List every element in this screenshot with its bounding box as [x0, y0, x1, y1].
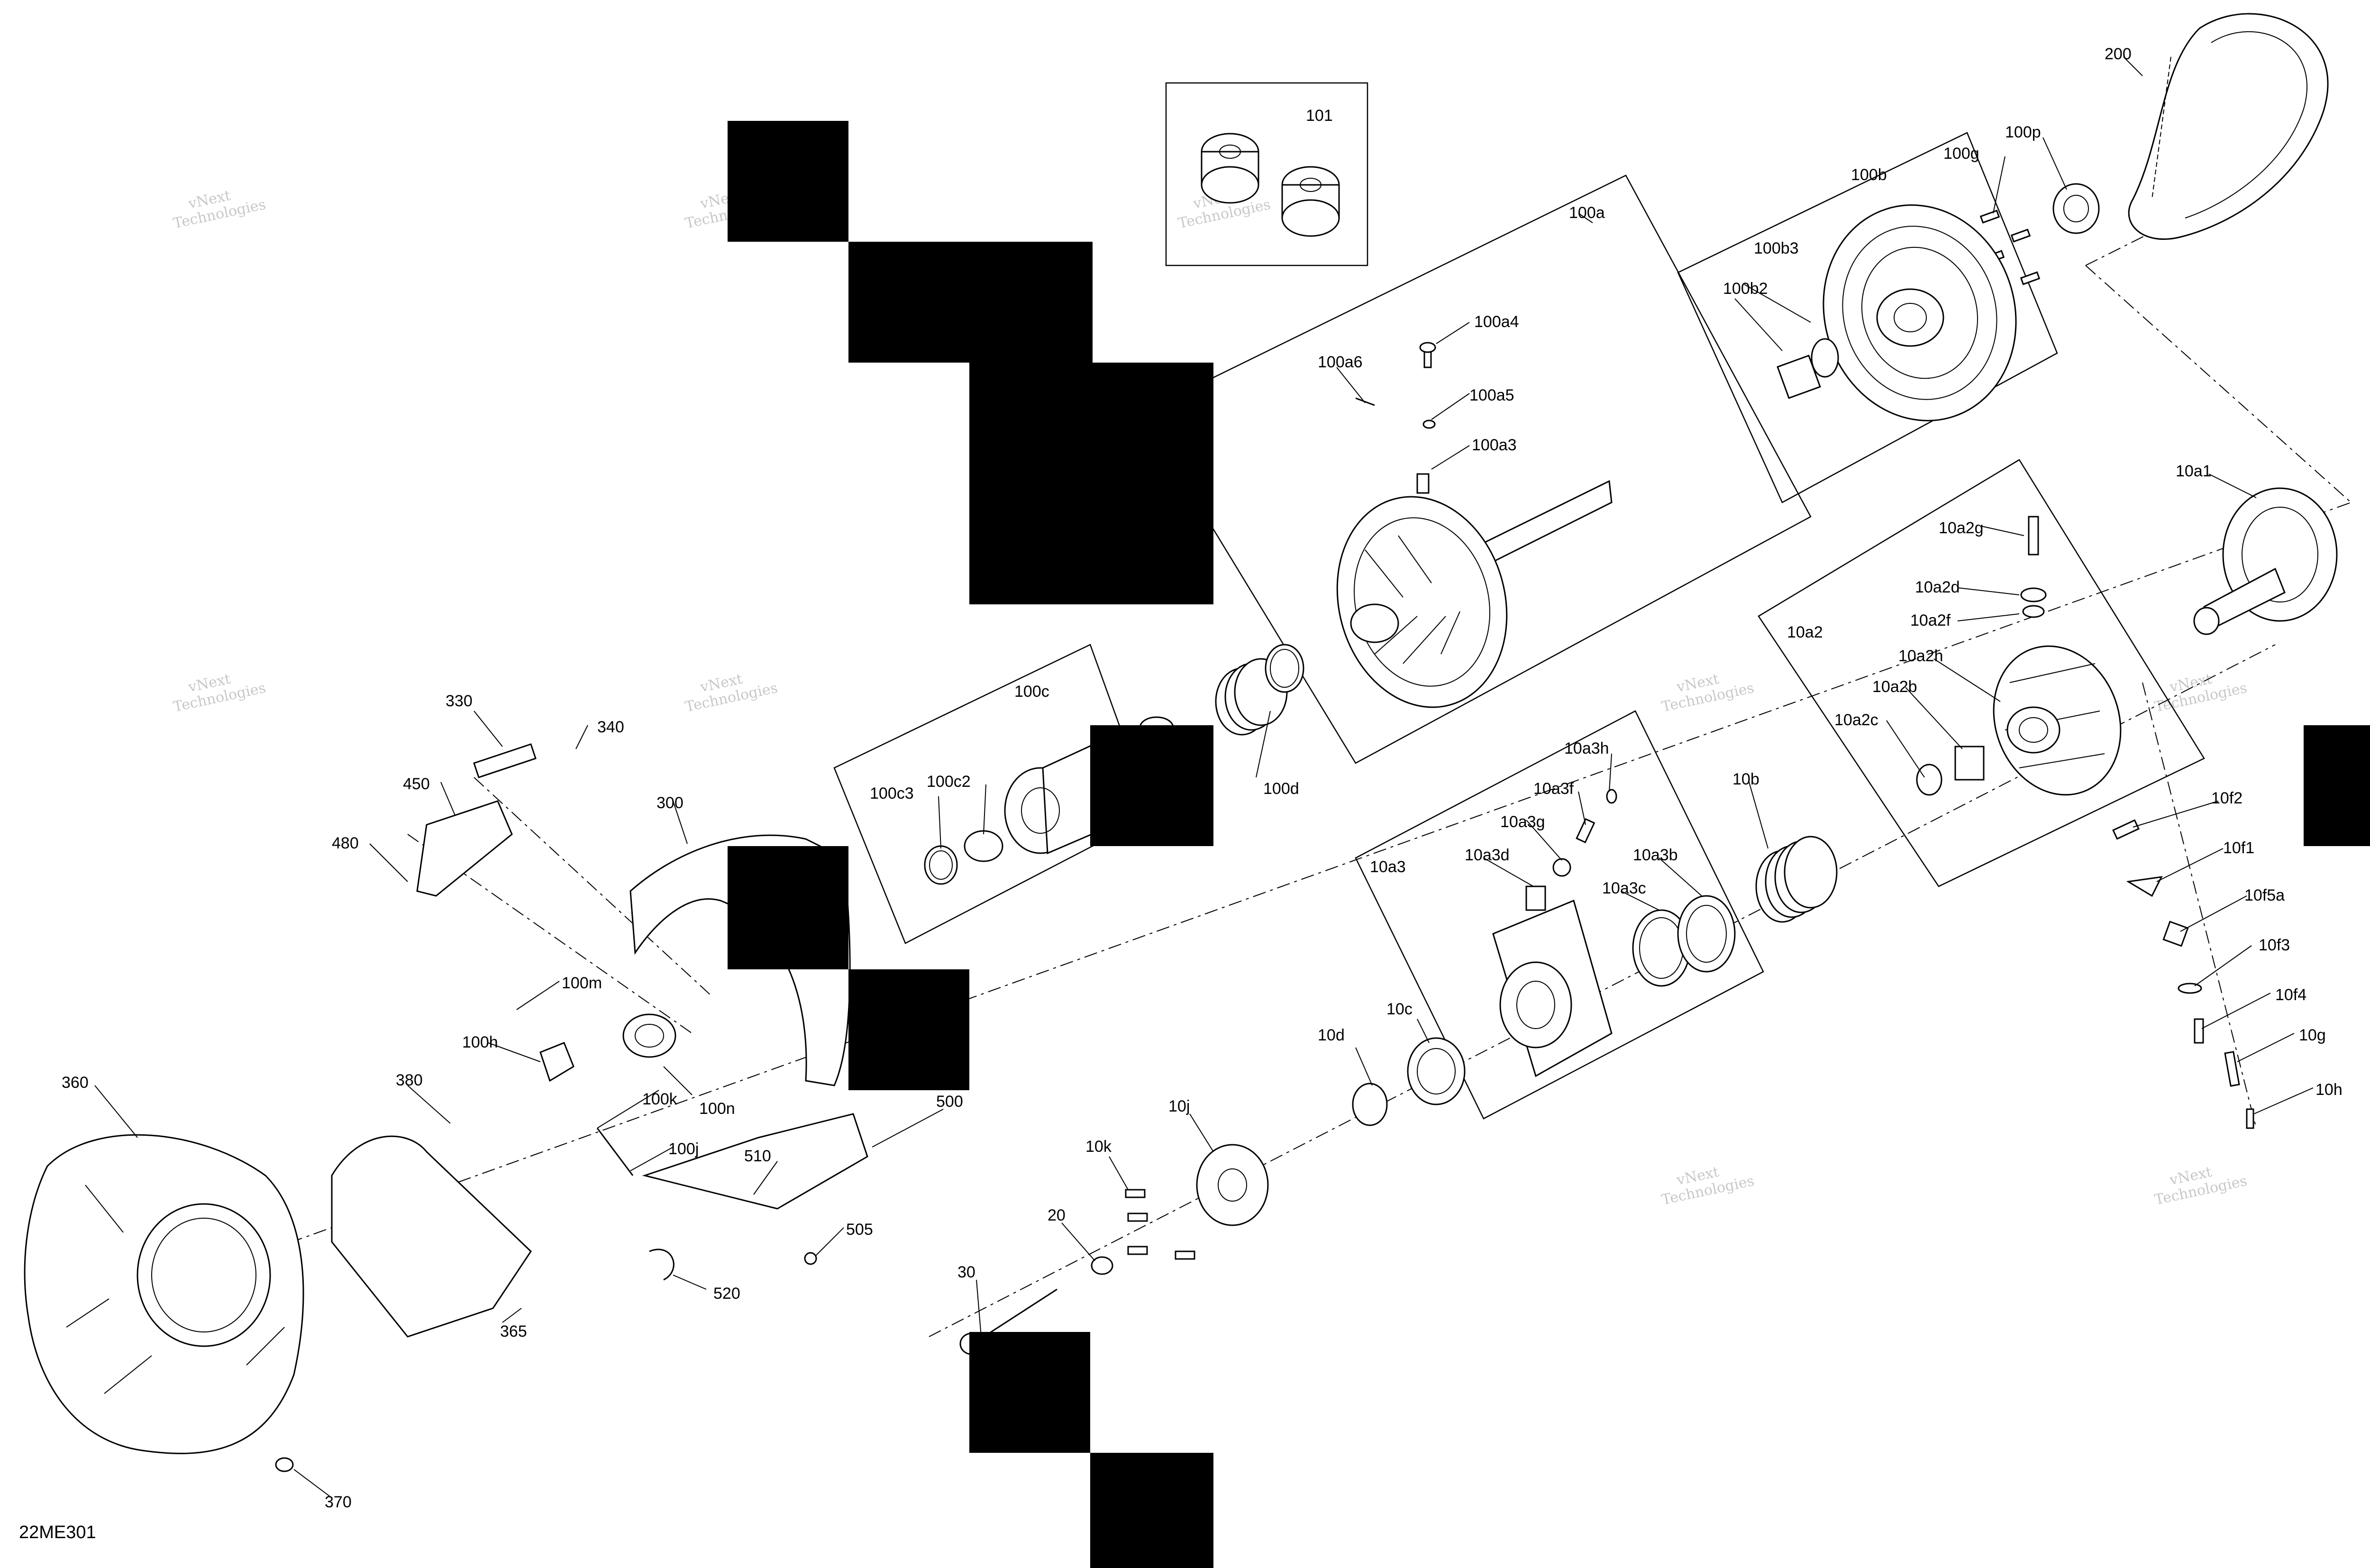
- callout-label: 100n: [699, 1100, 735, 1118]
- callout-label: 520: [713, 1285, 740, 1303]
- callout-label: 10g: [2299, 1026, 2326, 1044]
- cam-parts-10f: [2112, 819, 2254, 1129]
- callout-label: 101: [1306, 107, 1333, 125]
- callout-label: 30: [957, 1263, 975, 1281]
- callout-label: 100b3: [1754, 239, 1799, 257]
- callout-label: 100a4: [1474, 313, 1519, 331]
- callout-label: 10a3: [1370, 858, 1406, 876]
- callout-label: 200: [2105, 45, 2132, 63]
- callout-label: 100p: [2005, 123, 2041, 141]
- callout-label: 100k: [642, 1090, 678, 1108]
- callout-label: 10f5a: [2244, 886, 2285, 904]
- callout-label: 10a2g: [1939, 519, 1984, 537]
- housing-10a2: [1916, 516, 2122, 796]
- callout-label: 20: [1048, 1206, 1066, 1224]
- callout-label: 505: [846, 1221, 873, 1239]
- callout-label: 10d: [1318, 1026, 1345, 1044]
- callout-label: 100m: [562, 974, 602, 992]
- leader-lines: [94, 56, 2314, 1498]
- callout-label: 100c: [1014, 683, 1049, 701]
- callout-label: 300: [656, 794, 684, 812]
- callout-label: 10f4: [2275, 986, 2306, 1004]
- callout-label: 100g: [1943, 145, 1979, 163]
- callout-label: 330: [446, 692, 473, 710]
- callout-label: 100j: [668, 1140, 699, 1158]
- callout-label: 100a5: [1469, 386, 1514, 404]
- callout-label: 10h: [2315, 1081, 2343, 1099]
- springs-100d: [1139, 644, 1304, 739]
- bearing-100p: [2052, 183, 2100, 234]
- callout-label: 10a3c: [1602, 879, 1646, 897]
- drive-belt-200: [2128, 13, 2329, 240]
- callout-label: 10a2h: [1898, 647, 1943, 665]
- callout-label: 480: [332, 834, 359, 852]
- callout-label: 10k: [1085, 1138, 1112, 1156]
- callout-label: 10a2: [1787, 623, 1823, 641]
- group-box-101: [1165, 82, 1368, 266]
- callout-label: 10a2c: [1834, 711, 1878, 729]
- callout-label: 10c: [1386, 1000, 1413, 1018]
- callout-label: 100a3: [1472, 436, 1517, 454]
- callout-label: 100d: [1263, 780, 1299, 798]
- drive-hub-parts: [959, 1037, 1466, 1355]
- callout-label: 10a3f: [1533, 780, 1574, 798]
- spacer-bushings-101: [1201, 133, 1340, 237]
- shaft-and-sheave-100a: [1336, 342, 1613, 708]
- diagram-code: 22ME301: [19, 1522, 96, 1542]
- callout-labels: 101 200 100a 100b 100g 100p 100b3 100b2 …: [62, 45, 2343, 1511]
- callout-label: 365: [500, 1322, 527, 1340]
- callout-label: 10b: [1732, 770, 1759, 788]
- callout-label: 10a3h: [1564, 739, 1609, 757]
- group-box-10a2: [1758, 459, 2205, 887]
- callout-label: 370: [325, 1493, 352, 1511]
- callout-label: 10a2b: [1872, 678, 1917, 696]
- callout-label: 10a3d: [1465, 846, 1510, 864]
- callout-label: 510: [744, 1147, 771, 1165]
- callout-label: 500: [936, 1093, 963, 1111]
- callout-label: 100c3: [870, 784, 914, 802]
- callout-label: 100a: [1569, 204, 1605, 222]
- callout-label: 10f2: [2211, 789, 2242, 807]
- spider-100c-parts: [924, 738, 1115, 885]
- callout-label: 100h: [462, 1033, 498, 1051]
- movable-sheave-10a1: [2193, 487, 2338, 635]
- callout-label: 100b2: [1723, 280, 1768, 298]
- callout-label: 10f1: [2223, 839, 2254, 857]
- group-box-100b: [1677, 132, 2058, 503]
- callout-label: 10j: [1168, 1097, 1190, 1115]
- callout-label: 450: [403, 775, 430, 793]
- callout-label: 100b: [1851, 166, 1887, 184]
- callout-label: 10a1: [2176, 462, 2212, 480]
- callout-label: 10a2f: [1910, 611, 1951, 629]
- spider-10a3-parts: [1492, 789, 1736, 1077]
- callout-label: 100c2: [927, 773, 971, 791]
- cover-parts: [331, 743, 868, 1338]
- redaction-boxes: [728, 121, 2370, 1568]
- group-box-10a3: [1355, 710, 1764, 1120]
- spring-10b: [1755, 836, 1838, 923]
- main-housing-360: [24, 1134, 304, 1472]
- callout-label: 100a6: [1318, 353, 1363, 371]
- callout-label: 10a2d: [1915, 578, 1960, 596]
- callout-label: 380: [396, 1071, 423, 1089]
- fixed-sheave-100b: [1777, 204, 2017, 421]
- callout-label: 340: [597, 718, 624, 736]
- callout-label: 360: [62, 1074, 89, 1092]
- callout-label: 10a3b: [1633, 846, 1678, 864]
- callout-label: 10a3g: [1500, 813, 1545, 831]
- callout-label: 10f3: [2259, 936, 2290, 954]
